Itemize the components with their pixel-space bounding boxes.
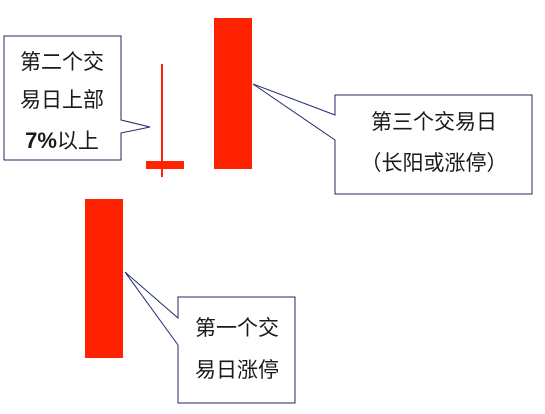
callout-day3-line1: 第三个交易日 [371,110,497,134]
candle-day3-body [214,18,252,169]
callout-day1-line1: 第一个交 [195,316,279,340]
callout-day2-line3: 7%以上 [25,128,99,153]
callout-day2: 第二个交 易日上部 7%以上 [3,35,151,161]
candle-day1-body [85,199,123,358]
callout-day1: 第一个交 易日涨停 [124,271,296,404]
callout-day1-line2: 易日涨停 [195,358,279,382]
callout-day2-line2: 易日上部 [20,88,104,112]
callout-day2-line3-rest: 以上 [57,129,99,153]
callout-day3-line2: （长阳或涨停） [361,151,508,175]
callout-day3: 第三个交易日 （长阳或涨停） [252,83,533,195]
callout-day2-line1: 第二个交 [20,50,104,74]
callout-day2-percent: 7% [25,128,57,153]
candle-day2-body [146,161,184,169]
